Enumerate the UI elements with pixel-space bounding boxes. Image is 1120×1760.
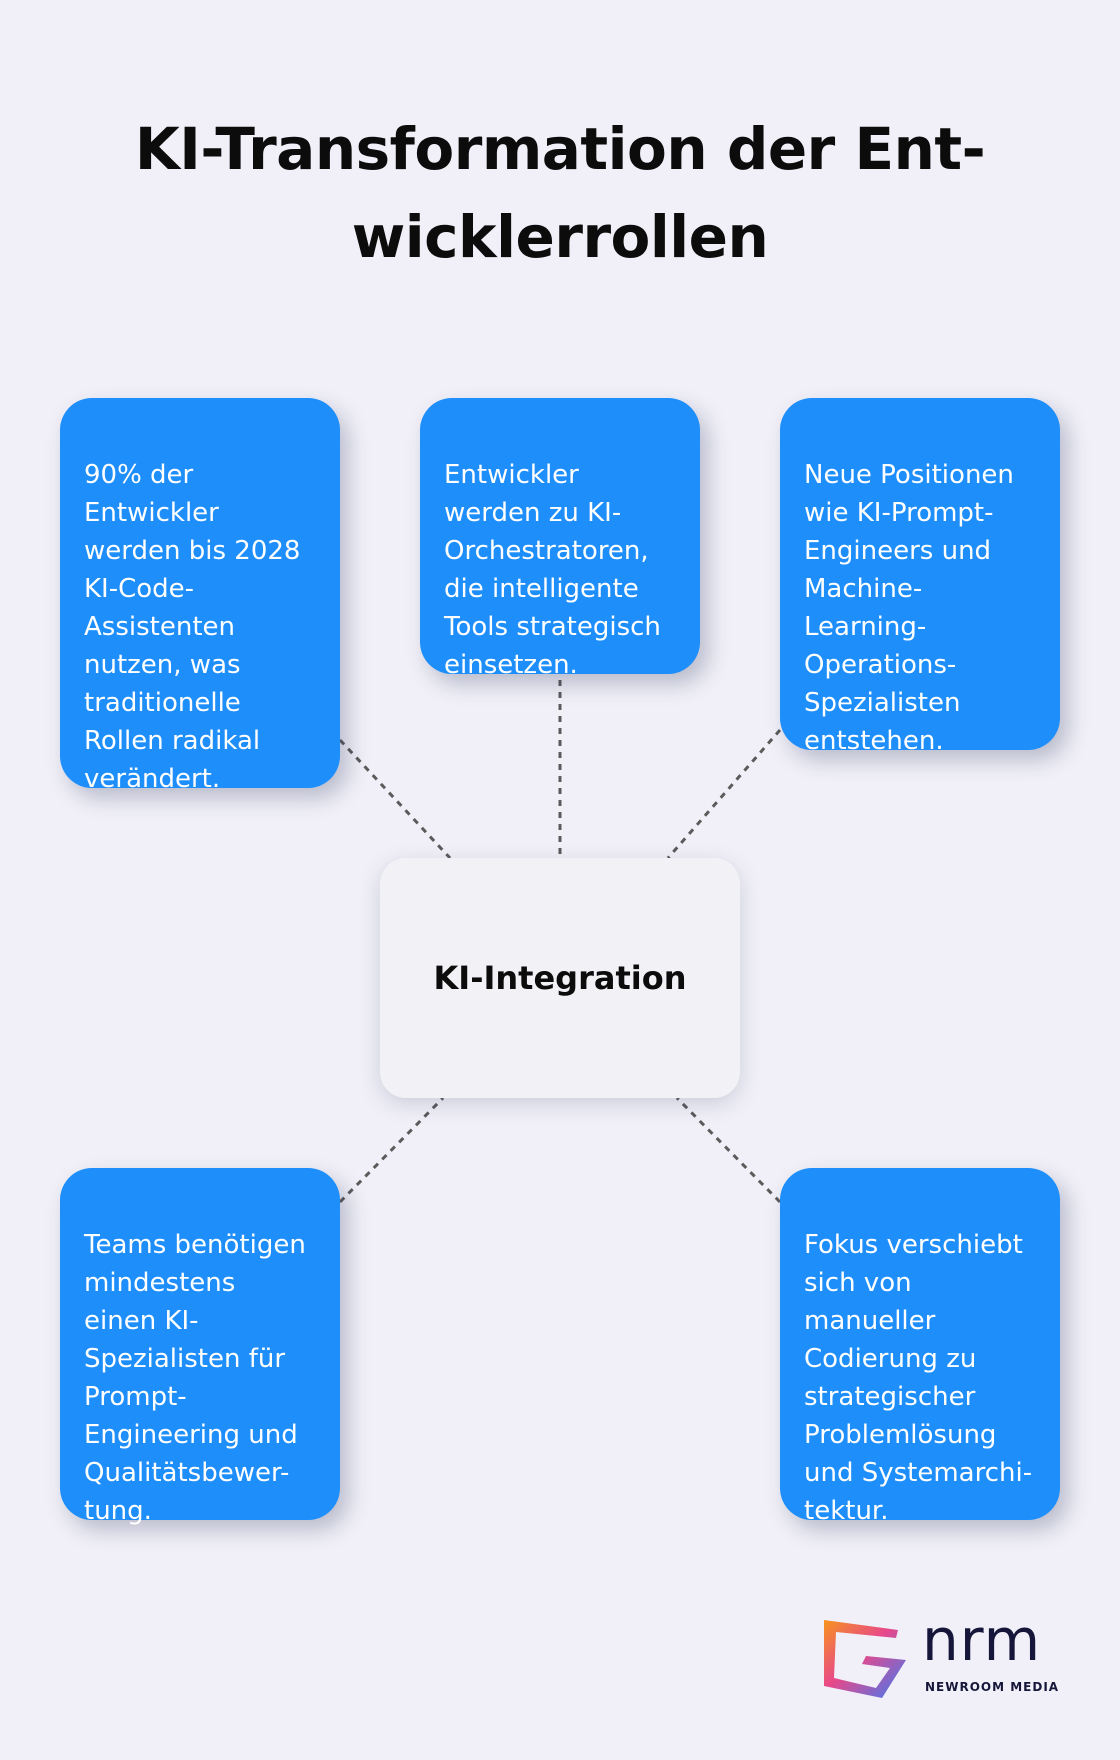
connector-box-4 <box>338 1096 445 1204</box>
info-box-text: 90% der Entwickler werden bis 2028 KI-Co… <box>84 460 301 794</box>
info-box-adoption: 90% der Entwickler werden bis 2028 KI-Co… <box>60 398 340 794</box>
info-box-focus-shift: Fokus verschiebt sich von manueller Codi… <box>780 1168 1060 1526</box>
info-box-new-positions: Neue Positionen wie KI-Prompt- Engineers… <box>780 398 1060 756</box>
logo-wordmark: nrm <box>922 1606 1042 1674</box>
connector-box-5 <box>675 1096 782 1204</box>
info-box-teams: Teams benötigen mindestens einen KI- Spe… <box>60 1168 340 1526</box>
info-box-text: Entwickler werden zu KI- Orchestratoren,… <box>444 460 661 680</box>
info-box-orchestrators: Entwickler werden zu KI- Orchestratoren,… <box>420 398 700 680</box>
info-box-text: Teams benötigen mindestens einen KI- Spe… <box>84 1230 306 1526</box>
connector-box-1 <box>338 738 452 860</box>
logo-subtitle: NEWROOM MEDIA <box>925 1680 1060 1694</box>
connector-box-3 <box>666 729 782 859</box>
brand-logo: nrm NEWROOM MEDIA <box>818 1608 1068 1704</box>
nrm-logo-mark-icon <box>824 1620 906 1698</box>
center-node-label: KI-Integration <box>433 959 687 997</box>
page-title: KI-Transformation der Ent- wicklerrollen <box>134 115 986 271</box>
info-box-text: Fokus verschiebt sich von manueller Codi… <box>804 1230 1033 1526</box>
info-box-text: Neue Positionen wie KI-Prompt- Engineers… <box>804 460 1014 756</box>
center-node: KI-Integration <box>380 858 740 1098</box>
